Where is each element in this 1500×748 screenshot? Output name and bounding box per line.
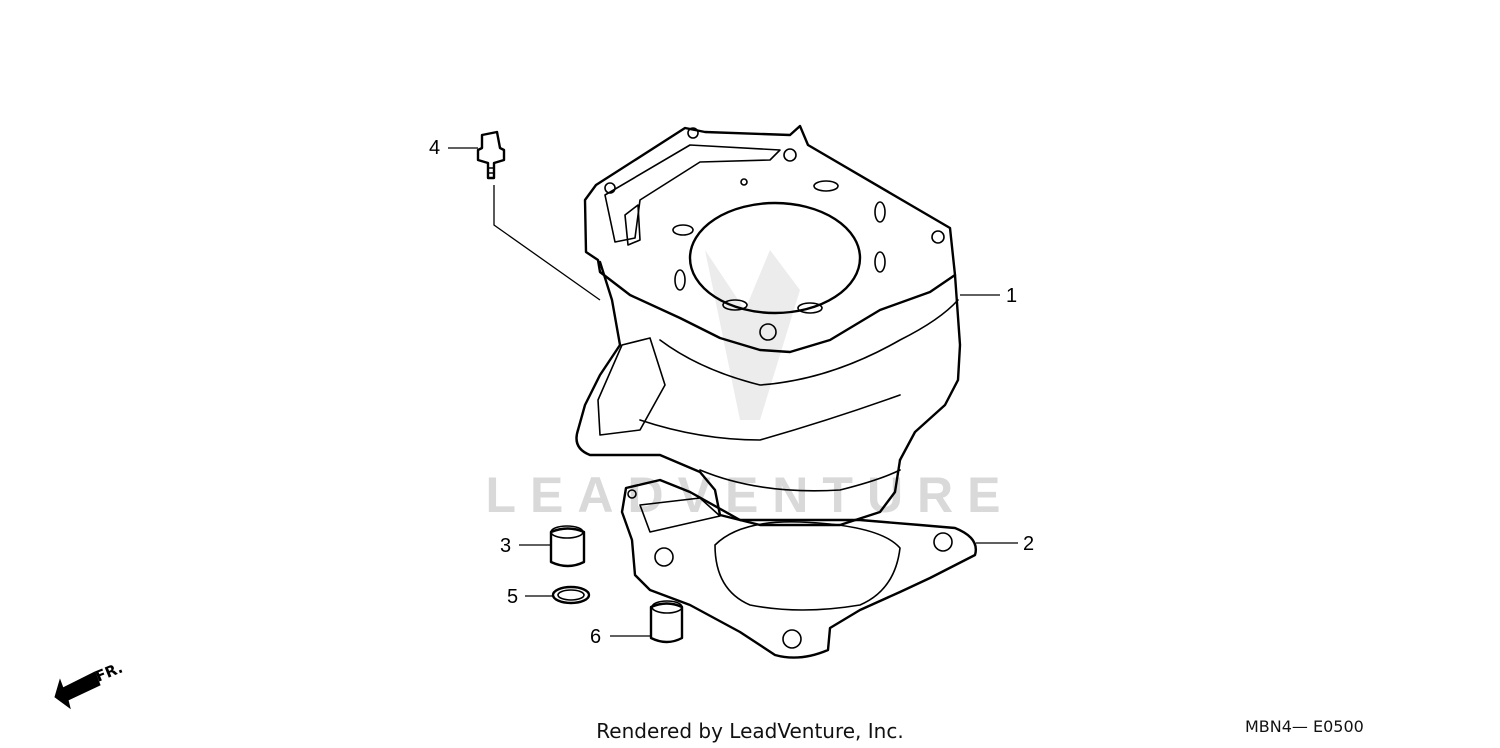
watermark: LEADVENTURE xyxy=(485,250,1014,523)
callout-1: 1 xyxy=(1006,285,1017,307)
part-3-dowel-pin[interactable] xyxy=(549,525,586,568)
part-4-bolt[interactable] xyxy=(476,130,506,180)
callout-2: 2 xyxy=(1023,533,1034,555)
front-direction-arrow-icon xyxy=(54,671,101,710)
leadventure-v-logo-icon xyxy=(705,250,800,420)
part-6-dowel-pin[interactable] xyxy=(649,600,684,644)
front-direction-label: FR. xyxy=(93,659,126,686)
footer-credit: Rendered by LeadVenture, Inc. xyxy=(596,719,903,743)
callout-6: 6 xyxy=(590,626,601,648)
leader-lines xyxy=(448,147,1018,637)
part-5-o-ring[interactable] xyxy=(551,585,591,605)
part-1-cylinder[interactable] xyxy=(575,124,962,527)
callout-4: 4 xyxy=(429,137,440,159)
callout-3: 3 xyxy=(500,535,511,557)
diagram-code: MBN4— E0500 xyxy=(1245,717,1364,736)
callout-5: 5 xyxy=(507,586,518,608)
front-direction-indicator: FR. xyxy=(54,659,126,710)
watermark-text: LEADVENTURE xyxy=(485,467,1014,523)
